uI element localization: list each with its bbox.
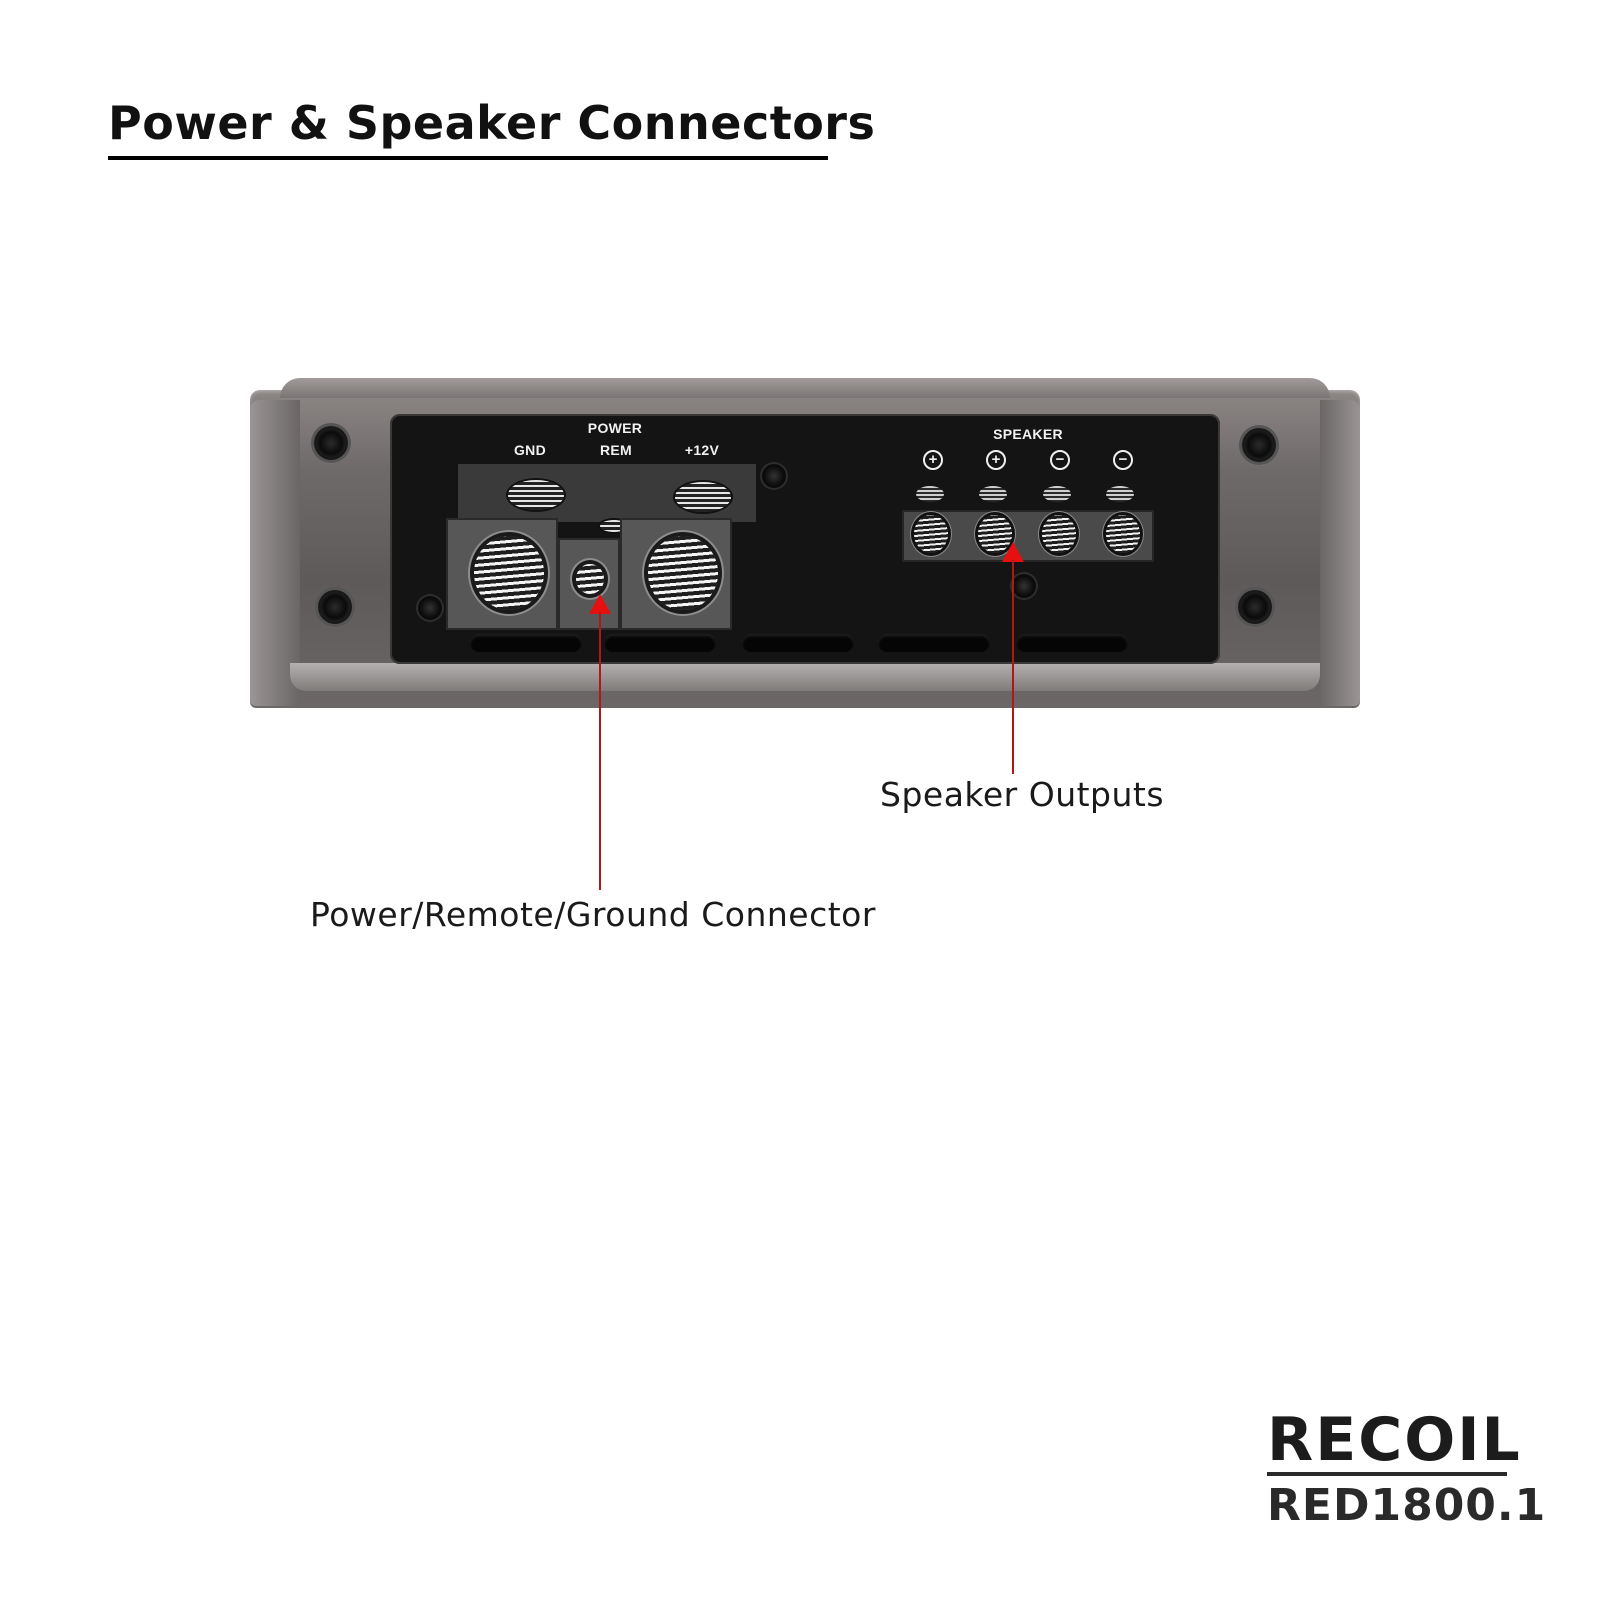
vent-slot — [742, 634, 854, 652]
panel-screw-icon — [418, 596, 442, 620]
speaker-callout-line — [1012, 560, 1014, 774]
mount-screw-icon — [318, 590, 352, 624]
chassis-top-edge — [280, 378, 1330, 398]
rem-label: REM — [599, 442, 633, 458]
vent-slot — [604, 634, 716, 652]
right-flange — [1320, 400, 1360, 706]
gnd-terminal-bore-icon — [474, 536, 544, 610]
brand-logo: RECOIL — [1267, 1405, 1522, 1475]
speaker-set-screw-icon — [916, 486, 944, 502]
model-number: RED1800.1 — [1267, 1480, 1547, 1531]
rem-terminal-bore-icon — [576, 564, 604, 594]
plus-circle-icon: + — [923, 450, 943, 470]
panel-screw-icon — [762, 464, 786, 488]
power-callout-label: Power/Remote/Ground Connector — [310, 895, 876, 934]
power-callout-line — [599, 612, 601, 890]
speaker-set-screw-icon — [1106, 486, 1134, 502]
speaker-set-screw-icon — [979, 486, 1007, 502]
plus12v-label: +12V — [684, 442, 720, 458]
speaker-callout-arrow-icon — [1002, 542, 1024, 562]
minus-circle-icon: − — [1050, 450, 1070, 470]
brand-divider — [1267, 1472, 1507, 1476]
speaker-group-label: SPEAKER — [993, 426, 1063, 442]
mount-screw-icon — [1242, 428, 1276, 462]
mount-screw-icon — [1238, 590, 1272, 624]
vent-slot — [878, 634, 990, 652]
brand-block: RECOIL RED1800.1 — [1267, 1405, 1547, 1531]
title-underline — [108, 156, 828, 160]
plus12v-set-screw-icon — [675, 482, 731, 512]
minus-circle-icon: − — [1113, 450, 1133, 470]
vent-slot — [470, 634, 582, 652]
speaker-callout-label: Speaker Outputs — [880, 775, 1165, 814]
chassis-bottom-lip — [290, 663, 1320, 691]
mount-screw-icon — [314, 426, 348, 460]
speaker-minus-2-terminal[interactable] — [1106, 515, 1140, 553]
page-title: Power & Speaker Connectors — [108, 96, 876, 150]
plus12v-terminal-bore-icon — [648, 536, 718, 610]
speaker-plus-1-terminal[interactable] — [914, 515, 948, 553]
plus-circle-icon: + — [986, 450, 1006, 470]
gnd-set-screw-icon — [508, 480, 564, 510]
left-flange — [250, 400, 300, 706]
power-callout-arrow-icon — [589, 594, 611, 614]
speaker-minus-1-terminal[interactable] — [1042, 515, 1076, 553]
panel-screw-icon — [1012, 574, 1036, 598]
gnd-label: GND — [513, 442, 547, 458]
amplifier-end-panel: POWER GND REM +12V SPEAKER + + − − — [250, 378, 1360, 708]
connector-panel: POWER GND REM +12V SPEAKER + + − − — [390, 414, 1220, 664]
power-group-label: POWER — [587, 420, 643, 436]
speaker-set-screw-icon — [1043, 486, 1071, 502]
vent-slot — [1016, 634, 1128, 652]
